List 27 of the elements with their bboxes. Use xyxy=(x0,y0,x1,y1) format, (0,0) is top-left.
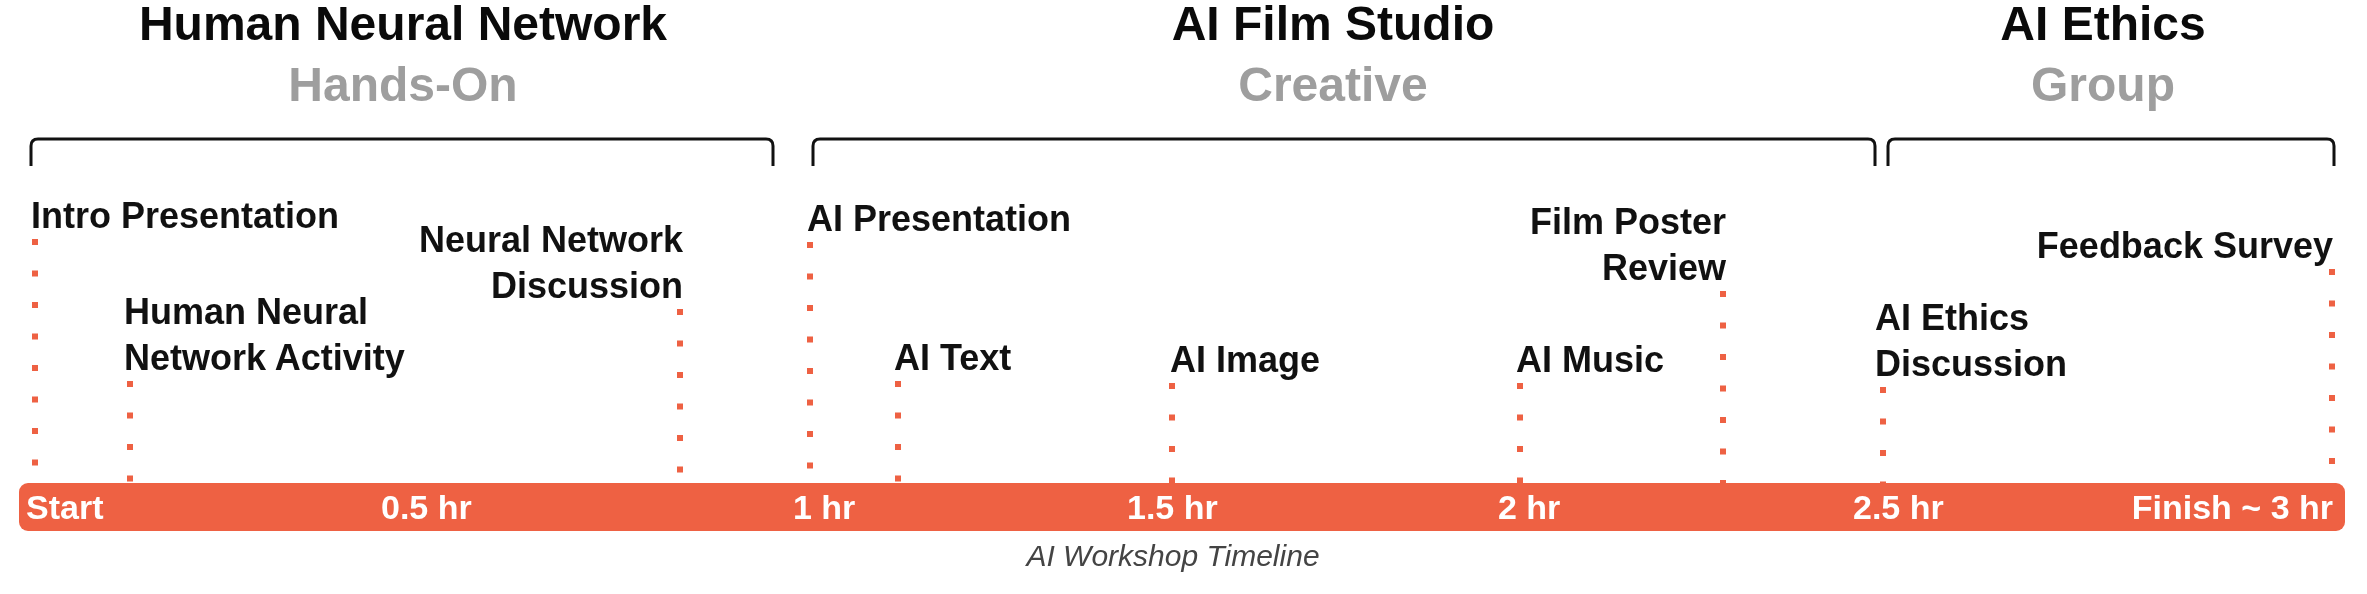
tick-label: 2.5 hr xyxy=(1853,487,1944,528)
caption: AI Workshop Timeline xyxy=(1026,538,1320,574)
phase-subtitle: Creative xyxy=(1238,61,1428,109)
tick-label: 0.5 hr xyxy=(381,487,472,528)
tick-label: 1 hr xyxy=(793,487,856,528)
leader-line xyxy=(127,381,133,483)
phase-title: AI Film Studio xyxy=(1171,0,1495,48)
activity-label: Feedback Survey xyxy=(2036,223,2333,269)
phase-title: AI Ethics xyxy=(2000,0,2206,48)
activity-label: AI Image xyxy=(1170,337,1321,383)
phase-title: Human Neural Network xyxy=(138,0,668,48)
activity-label: AI Ethics Discussion xyxy=(1875,295,2105,387)
phase-subtitle: Group xyxy=(2031,61,2175,109)
activity-label: Intro Presentation xyxy=(31,193,340,239)
tick-label: Start xyxy=(26,487,104,528)
timeline-bar xyxy=(19,483,2345,531)
leader-line xyxy=(895,381,901,483)
tick-label: 2 hr xyxy=(1498,487,1561,528)
activity-label: AI Presentation xyxy=(807,196,1072,242)
phase-subtitle: Hands-On xyxy=(288,61,518,109)
tick-label: 1.5 hr xyxy=(1127,487,1218,528)
leader-line xyxy=(1720,291,1726,483)
activity-label: AI Music xyxy=(1516,337,1665,383)
tick-label: Finish ~ 3 hr xyxy=(2131,487,2333,528)
activity-label: AI Text xyxy=(894,335,1012,381)
activity-label: Film Poster Review xyxy=(1511,199,1726,291)
leader-line xyxy=(1880,387,1886,483)
